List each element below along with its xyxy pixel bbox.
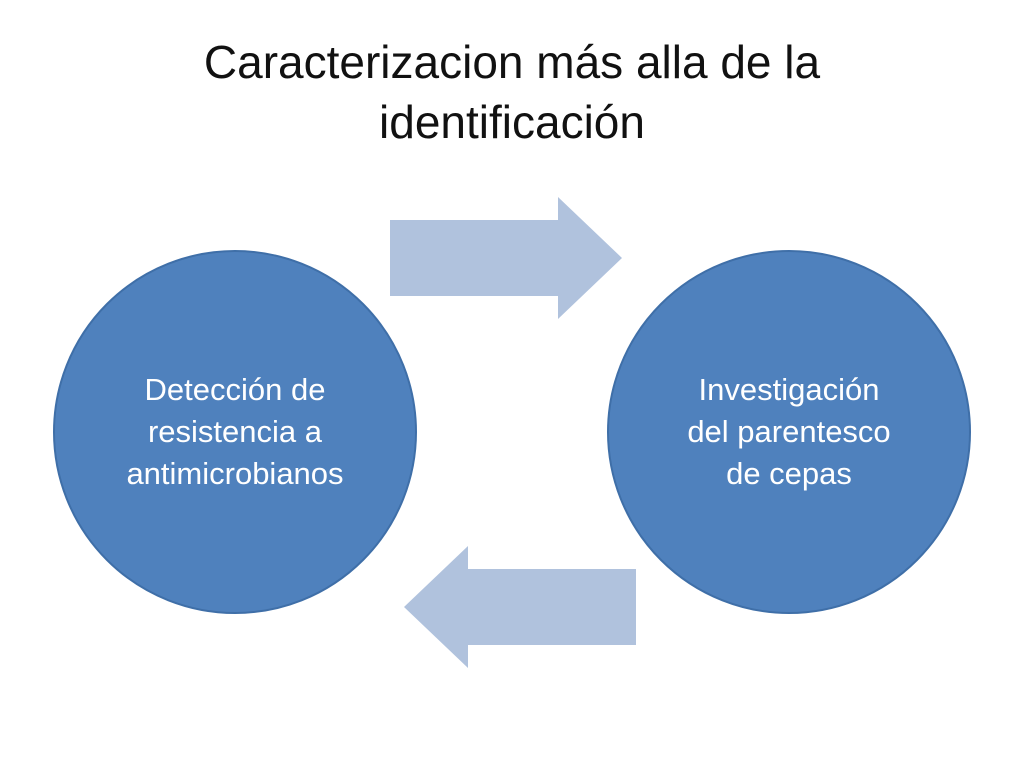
slide-title-line-2: identificación bbox=[379, 96, 645, 148]
node-strain-relatedness-label: Investigación del parentesco de cepas bbox=[687, 369, 890, 495]
node-left-line-1: Detección de bbox=[144, 372, 326, 407]
arrow-right-shape bbox=[390, 197, 622, 319]
node-strain-relatedness: Investigación del parentesco de cepas bbox=[607, 250, 971, 614]
arrow-left-shape bbox=[404, 546, 636, 668]
node-left-line-3: antimicrobianos bbox=[126, 456, 344, 491]
node-right-line-3: de cepas bbox=[726, 456, 852, 491]
slide-title-line-1: Caracterizacion más alla de la bbox=[203, 36, 821, 88]
node-antimicrobial-resistance-label: Detección de resistencia a antimicrobian… bbox=[126, 369, 343, 495]
arrow-right-icon bbox=[390, 197, 622, 319]
arrow-left-icon bbox=[404, 546, 636, 668]
node-right-line-2: del parentesco bbox=[687, 414, 891, 449]
slide-title: Caracterizacion más alla de la identific… bbox=[60, 32, 964, 152]
node-left-line-2: resistencia a bbox=[147, 414, 322, 449]
node-antimicrobial-resistance: Detección de resistencia a antimicrobian… bbox=[53, 250, 417, 614]
node-right-line-1: Investigación bbox=[698, 372, 880, 407]
